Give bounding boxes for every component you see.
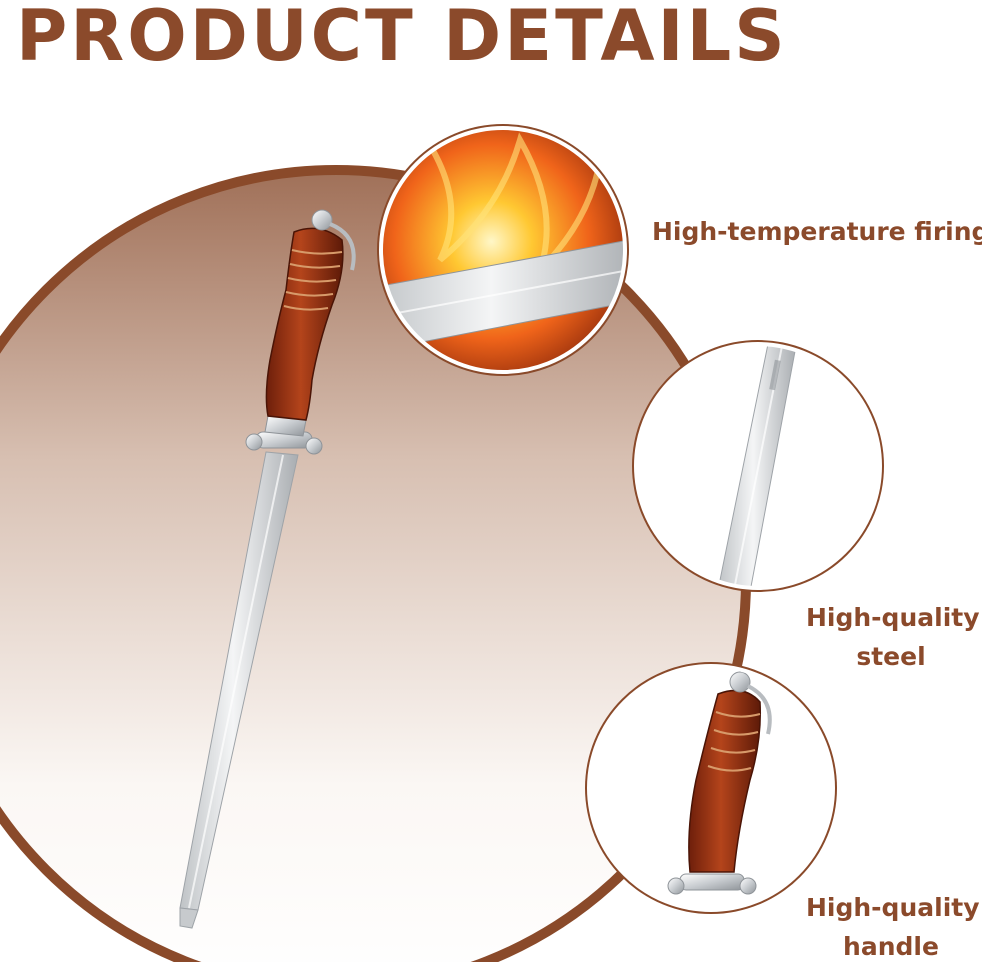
- detail-circle-steel: [632, 340, 884, 592]
- feature-label-line: handle: [843, 932, 939, 961]
- detail-circle-firing: [377, 124, 629, 376]
- feature-label-handle: High-quality handle: [806, 888, 980, 966]
- honing-rod-image: [179, 209, 356, 929]
- feature-label-line: High-quality: [806, 603, 980, 632]
- feature-label-line: High-temperature firing: [652, 217, 982, 246]
- feature-label-firing: High-temperature firing: [652, 212, 982, 251]
- detail-circle-handle: [585, 662, 837, 914]
- feature-label-line: High-quality: [806, 893, 980, 922]
- feature-label-line: steel: [856, 642, 926, 671]
- feature-label-steel: High-quality steel: [806, 598, 980, 676]
- page-title: PRODUCT DETAILS: [16, 0, 788, 77]
